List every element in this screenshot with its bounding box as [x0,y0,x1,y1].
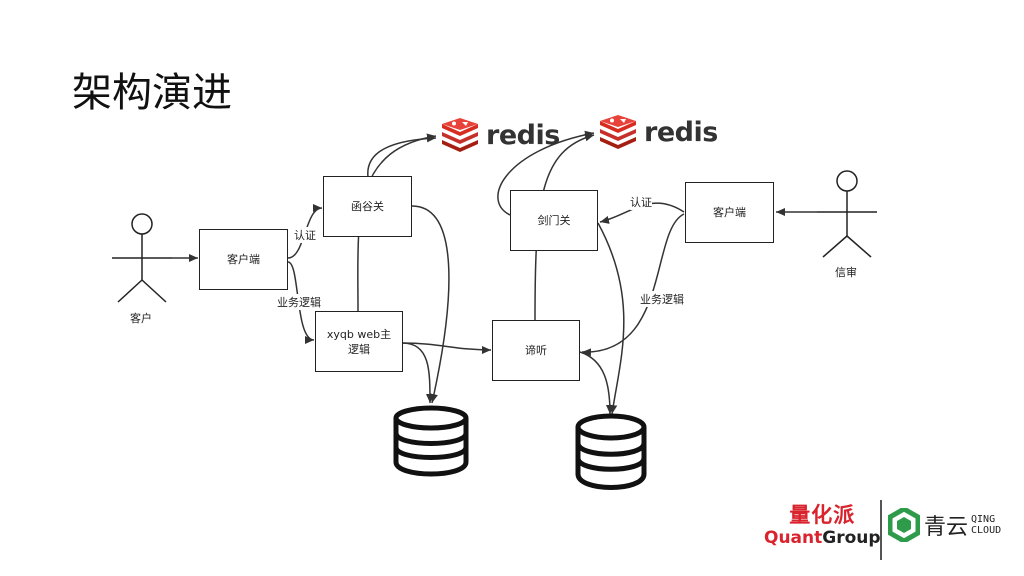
edge-xyqb-dike [401,342,492,354]
edge-hangu-redis [367,134,437,178]
qingcloud-icon [888,508,920,542]
redis-right: redis [598,115,718,149]
edge-dike-db [579,351,614,415]
edge-clientR-dike [581,213,685,357]
dike-label: 谛听 [525,344,547,357]
reviewer-actor-icon [817,170,877,258]
xyqb-main-label: xyqb web主逻辑 [326,327,392,356]
database-left-icon [393,405,469,477]
reviewer-actor-label: 信审 [835,266,857,279]
redis-left-text: redis [486,119,560,151]
edge-dike-redis [534,133,595,321]
edge-jianmen-redis [497,130,595,216]
client-right-label: 客户端 [713,206,746,219]
database-right-icon [575,413,647,490]
logo-divider [880,500,882,560]
jianmen-pass-label: 剑门关 [537,214,571,227]
hangu-pass-label: 函谷关 [351,200,384,213]
dike-box: 谛听 [492,320,580,381]
edge-label-auth-left: 认证 [294,227,316,243]
page-title: 架构演进 [72,70,232,116]
jianmen-pass-box: 剑门关 [510,190,598,251]
client-left-label: 客户端 [227,253,260,266]
redis-left-icon [442,118,478,152]
client-left-box: 客户端 [199,229,288,290]
hangu-pass-box: 函谷关 [323,176,412,237]
xyqb-main-box: xyqb web主逻辑 [315,311,403,372]
redis-right-text: redis [644,116,718,148]
redis-right-icon [600,115,636,149]
redis-left: redis [440,118,560,152]
customer-actor-label: 客户 [130,312,152,325]
client-right-box: 客户端 [685,182,774,243]
quantgroup-logo: 量化派 QuantGroup [764,503,881,549]
quantgroup-en: QuantGroup [764,528,881,548]
qingcloud-cn: 青云 [924,515,969,540]
edge-jianmen-db [597,222,625,415]
customer-actor-icon [112,213,172,303]
edge-label-biz-right: 业务逻辑 [640,291,684,307]
edge-label-auth-right: 认证 [630,194,652,210]
edge-xyqb-db [401,342,434,404]
quantgroup-cn: 量化派 [789,503,856,527]
edge-hangu-db [411,205,450,404]
edge-label-biz-left: 业务逻辑 [277,294,321,310]
